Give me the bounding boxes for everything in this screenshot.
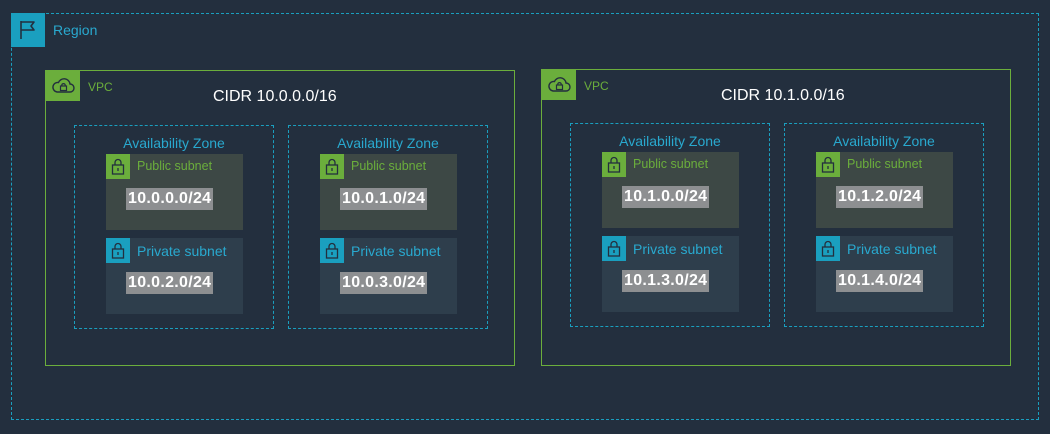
- subnet-cidr: 10.0.1.0/24: [340, 188, 428, 210]
- subnet-cidr: 10.1.0.0/24: [622, 186, 710, 208]
- subnet-cidr: 10.1.4.0/24: [836, 270, 924, 292]
- vpc-cidr: CIDR 10.0.0.0/16: [213, 88, 337, 105]
- vpc-1: VPC CIDR 10.0.0.0/16 Availability Zone P…: [45, 70, 515, 366]
- private-subnet-label: Private subnet: [351, 243, 441, 259]
- private-subnet-label: Private subnet: [847, 241, 937, 257]
- lock-icon: [816, 152, 840, 177]
- public-subnet: Public subnet 10.0.1.0/24: [320, 154, 457, 230]
- lock-icon: [106, 238, 130, 263]
- public-subnet: Public subnet 10.1.2.0/24: [816, 152, 953, 228]
- subnet-cidr: 10.0.3.0/24: [340, 272, 428, 294]
- vpc-2: VPC CIDR 10.1.0.0/16 Availability Zone P…: [541, 69, 1011, 366]
- availability-zone-label: Availability Zone: [619, 133, 721, 149]
- availability-zone: Availability Zone Public subnet 10.1.0.0…: [570, 123, 770, 327]
- public-subnet-label: Public subnet: [847, 157, 923, 171]
- public-subnet-label: Public subnet: [633, 157, 709, 171]
- flag-icon: [11, 13, 45, 47]
- public-subnet-label: Public subnet: [351, 159, 427, 173]
- subnet-cidr: 10.0.0.0/24: [126, 188, 214, 210]
- public-subnet: Public subnet 10.0.0.0/24: [106, 154, 243, 230]
- availability-zone-label: Availability Zone: [337, 135, 439, 151]
- vpc-label: VPC: [584, 79, 609, 93]
- lock-icon: [602, 152, 626, 177]
- lock-icon: [320, 154, 344, 179]
- availability-zone: Availability Zone Public subnet 10.1.2.0…: [784, 123, 984, 327]
- subnet-cidr: 10.1.3.0/24: [622, 270, 710, 292]
- public-subnet: Public subnet 10.1.0.0/24: [602, 152, 739, 228]
- vpc-cidr: CIDR 10.1.0.0/16: [721, 87, 845, 104]
- cloud-lock-icon: [542, 70, 576, 100]
- private-subnet: Private subnet 10.1.3.0/24: [602, 236, 739, 312]
- private-subnet-label: Private subnet: [137, 243, 227, 259]
- lock-icon: [816, 236, 840, 261]
- subnet-cidr: 10.1.2.0/24: [836, 186, 924, 208]
- private-subnet-label: Private subnet: [633, 241, 723, 257]
- lock-icon: [320, 238, 344, 263]
- private-subnet: Private subnet 10.1.4.0/24: [816, 236, 953, 312]
- region-label: Region: [53, 22, 98, 38]
- region-boundary: [11, 13, 1039, 420]
- private-subnet: Private subnet 10.0.2.0/24: [106, 238, 243, 314]
- lock-icon: [106, 154, 130, 179]
- availability-zone-label: Availability Zone: [123, 135, 225, 151]
- lock-icon: [602, 236, 626, 261]
- availability-zone: Availability Zone Public subnet 10.0.1.0…: [288, 125, 488, 329]
- vpc-label: VPC: [88, 80, 113, 94]
- availability-zone-label: Availability Zone: [833, 133, 935, 149]
- subnet-cidr: 10.0.2.0/24: [126, 272, 214, 294]
- availability-zone: Availability Zone Public subnet 10.0.0.0…: [74, 125, 274, 329]
- cloud-lock-icon: [46, 71, 80, 101]
- public-subnet-label: Public subnet: [137, 159, 213, 173]
- private-subnet: Private subnet 10.0.3.0/24: [320, 238, 457, 314]
